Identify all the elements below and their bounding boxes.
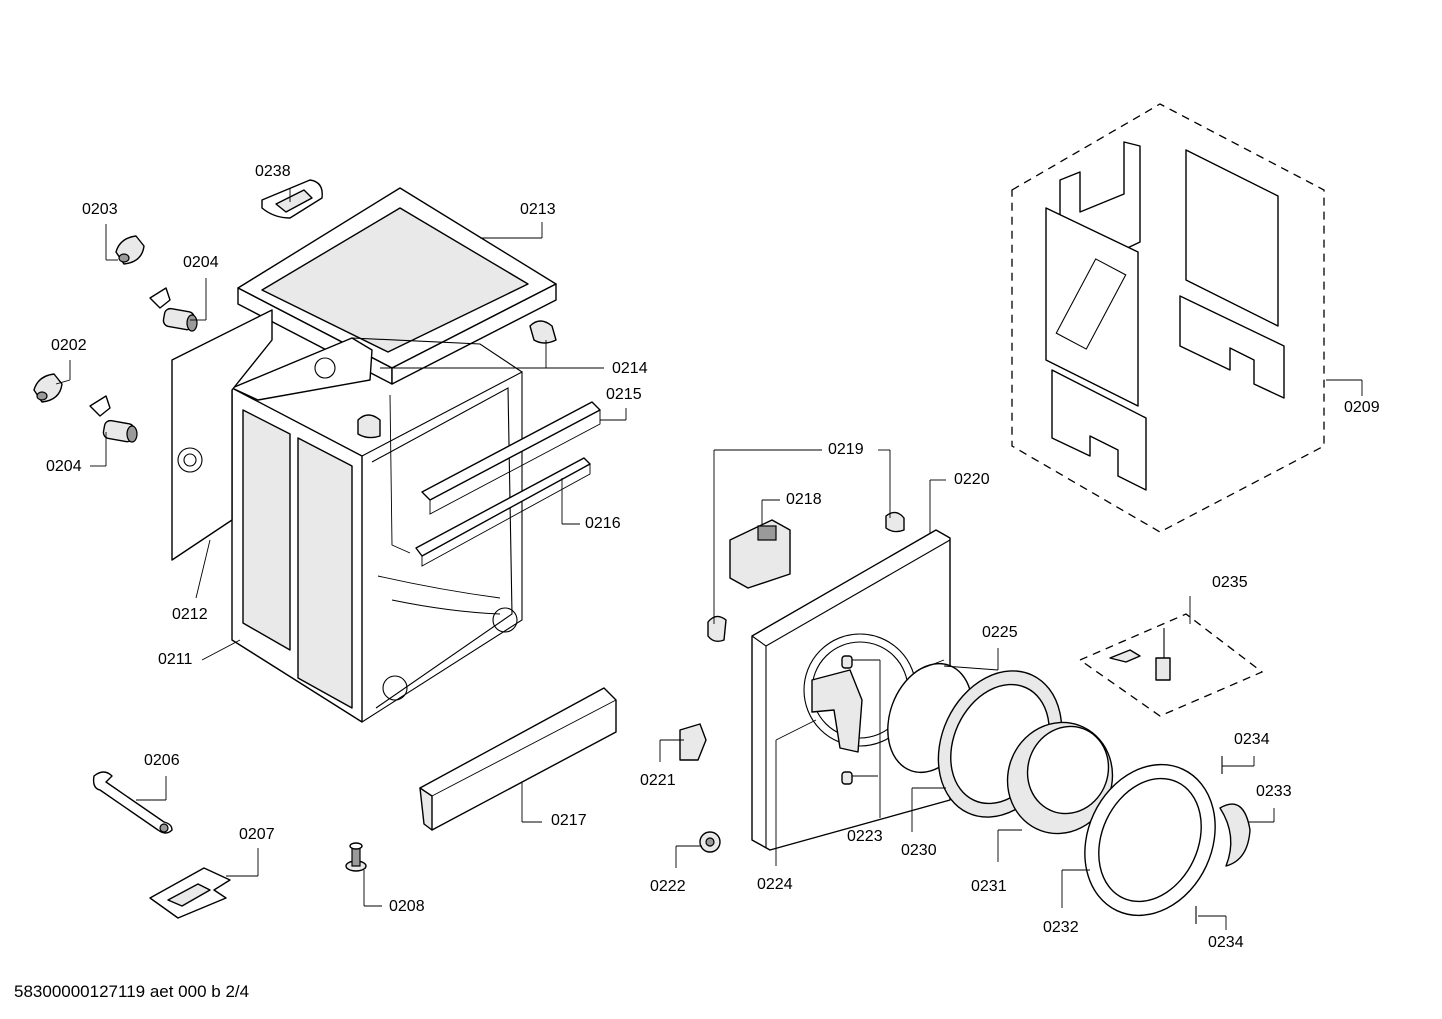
label-0214: 0214: [612, 360, 648, 377]
hinge-part-0221: [679, 723, 707, 761]
rail-parts: [415, 401, 601, 567]
label-0206: 0206: [144, 752, 180, 769]
hinge-bracket-part-0224: [811, 669, 863, 753]
pin-parts-0234: [1195, 756, 1223, 924]
plinth-part-0217: [419, 687, 617, 831]
cap-part-0203: [115, 235, 145, 265]
label-0221: 0221: [640, 772, 676, 789]
label-0204-bottom: 0204: [46, 458, 82, 475]
top-cover-part: [237, 187, 557, 385]
cabinet-housing-part: [231, 337, 523, 723]
wrench-part-0206: [92, 771, 173, 834]
label-0220: 0220: [954, 471, 990, 488]
door-glass-part-0231: [1006, 721, 1114, 835]
label-0202: 0202: [51, 337, 87, 354]
label-0204-top: 0204: [183, 254, 219, 271]
label-0223: 0223: [847, 828, 883, 845]
document-reference-footer: 58300000127119 aet 000 b 2/4: [14, 982, 250, 1001]
label-0225: 0225: [982, 624, 1018, 641]
label-0207: 0207: [239, 826, 275, 843]
label-0231: 0231: [971, 878, 1007, 895]
bracket-part-0207: [149, 867, 231, 919]
label-0217: 0217: [551, 812, 587, 829]
door-lock-part-0218: [729, 519, 791, 589]
foot-part-0204-top: [149, 287, 198, 332]
small-parts-kit-0235: [1078, 613, 1264, 717]
screw-part-0208: [345, 842, 367, 872]
label-0234-bottom: 0234: [1208, 934, 1244, 951]
handle-part-0238: [261, 179, 323, 219]
label-0213: 0213: [520, 201, 556, 218]
label-0209: 0209: [1344, 399, 1380, 416]
label-0233: 0233: [1256, 783, 1292, 800]
label-0212: 0212: [172, 606, 208, 623]
foot-part-0204-bottom: [89, 395, 138, 443]
label-0208: 0208: [389, 898, 425, 915]
clip-part-0214: [357, 320, 557, 439]
label-0211: 0211: [158, 651, 193, 668]
door-outer-ring-part-0232: [1084, 763, 1216, 917]
label-0238: 0238: [255, 163, 291, 180]
label-0224: 0224: [757, 876, 793, 893]
label-0232: 0232: [1043, 919, 1079, 936]
label-0215: 0215: [606, 386, 642, 403]
label-0222: 0222: [650, 878, 686, 895]
label-0216: 0216: [585, 515, 621, 532]
label-0235: 0235: [1212, 574, 1248, 591]
bolt-part-0223: [841, 655, 853, 785]
leader-lines: [55, 188, 1363, 930]
cap-part-0202: [33, 373, 63, 403]
label-0230: 0230: [901, 842, 937, 859]
clip-part-0219: [707, 511, 905, 643]
door-handle-part-0233: [1219, 803, 1251, 867]
rear-panel-part: [171, 309, 273, 561]
label-0203: 0203: [82, 201, 118, 218]
label-0219: 0219: [828, 441, 864, 458]
bushing-part-0222: [699, 831, 721, 853]
packaging-kit-0209: [1011, 103, 1325, 533]
label-0218: 0218: [786, 491, 822, 508]
label-0234-top: 0234: [1234, 731, 1270, 748]
